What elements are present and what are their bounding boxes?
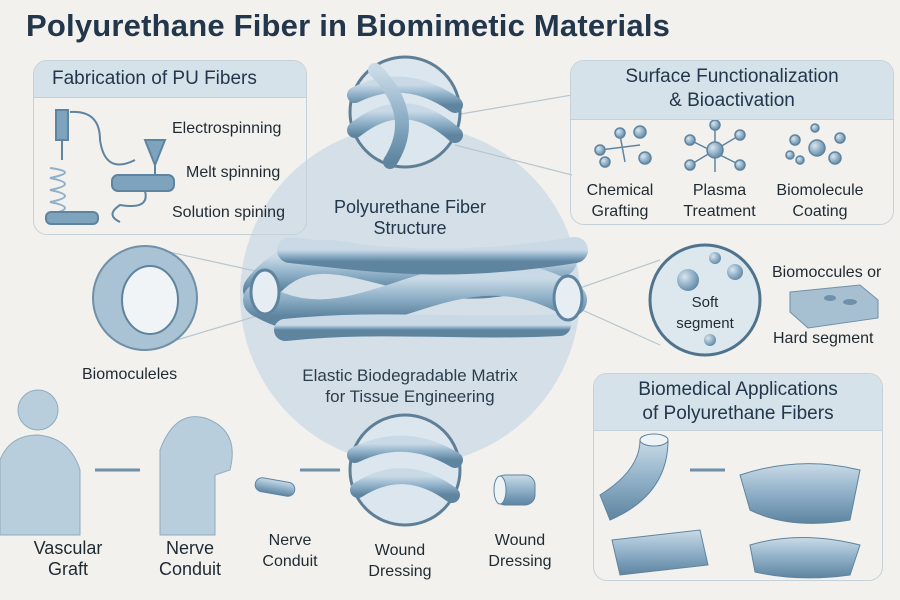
fiber-cross-section bbox=[92, 245, 198, 351]
fiber-bundle bbox=[243, 237, 588, 341]
surface-icons bbox=[594, 119, 846, 172]
surface-panel: Surface Functionalization & Bioactivatio… bbox=[570, 60, 894, 225]
page-title: Polyurethane Fiber in Biomimetic Materia… bbox=[26, 8, 671, 43]
method-electrospinning: Electrospinning bbox=[172, 120, 282, 137]
hard-segment-block bbox=[789, 284, 879, 329]
tube-illustrations bbox=[254, 474, 536, 506]
method-melt-spinning: Melt spinning bbox=[186, 164, 281, 181]
method-solution-spinning: Solution spining bbox=[172, 204, 285, 221]
fiber-magnified-top bbox=[347, 55, 463, 169]
human-silhouettes bbox=[0, 389, 233, 536]
biomolecules-label: Biomoculeles bbox=[82, 366, 178, 383]
fiber-magnified-bottom bbox=[347, 413, 463, 527]
fabrication-heading: Fabrication of PU Fibers bbox=[34, 61, 306, 98]
soft-segment-circle bbox=[648, 243, 762, 357]
surface-heading: Surface Functionalization & Bioactivatio… bbox=[571, 61, 893, 120]
biomolecules-or-label: Biomoccules or bbox=[772, 264, 882, 281]
fabrication-panel: Fabrication of PU Fibers bbox=[33, 60, 307, 235]
fabrication-illustration bbox=[45, 109, 175, 225]
applications-illustrations bbox=[599, 433, 861, 579]
applications-panel: Biomedical Applications of Polyurethane … bbox=[593, 373, 883, 581]
applications-heading: Biomedical Applications of Polyurethane … bbox=[594, 374, 882, 431]
hard-segment-label: Hard segment bbox=[773, 330, 874, 347]
